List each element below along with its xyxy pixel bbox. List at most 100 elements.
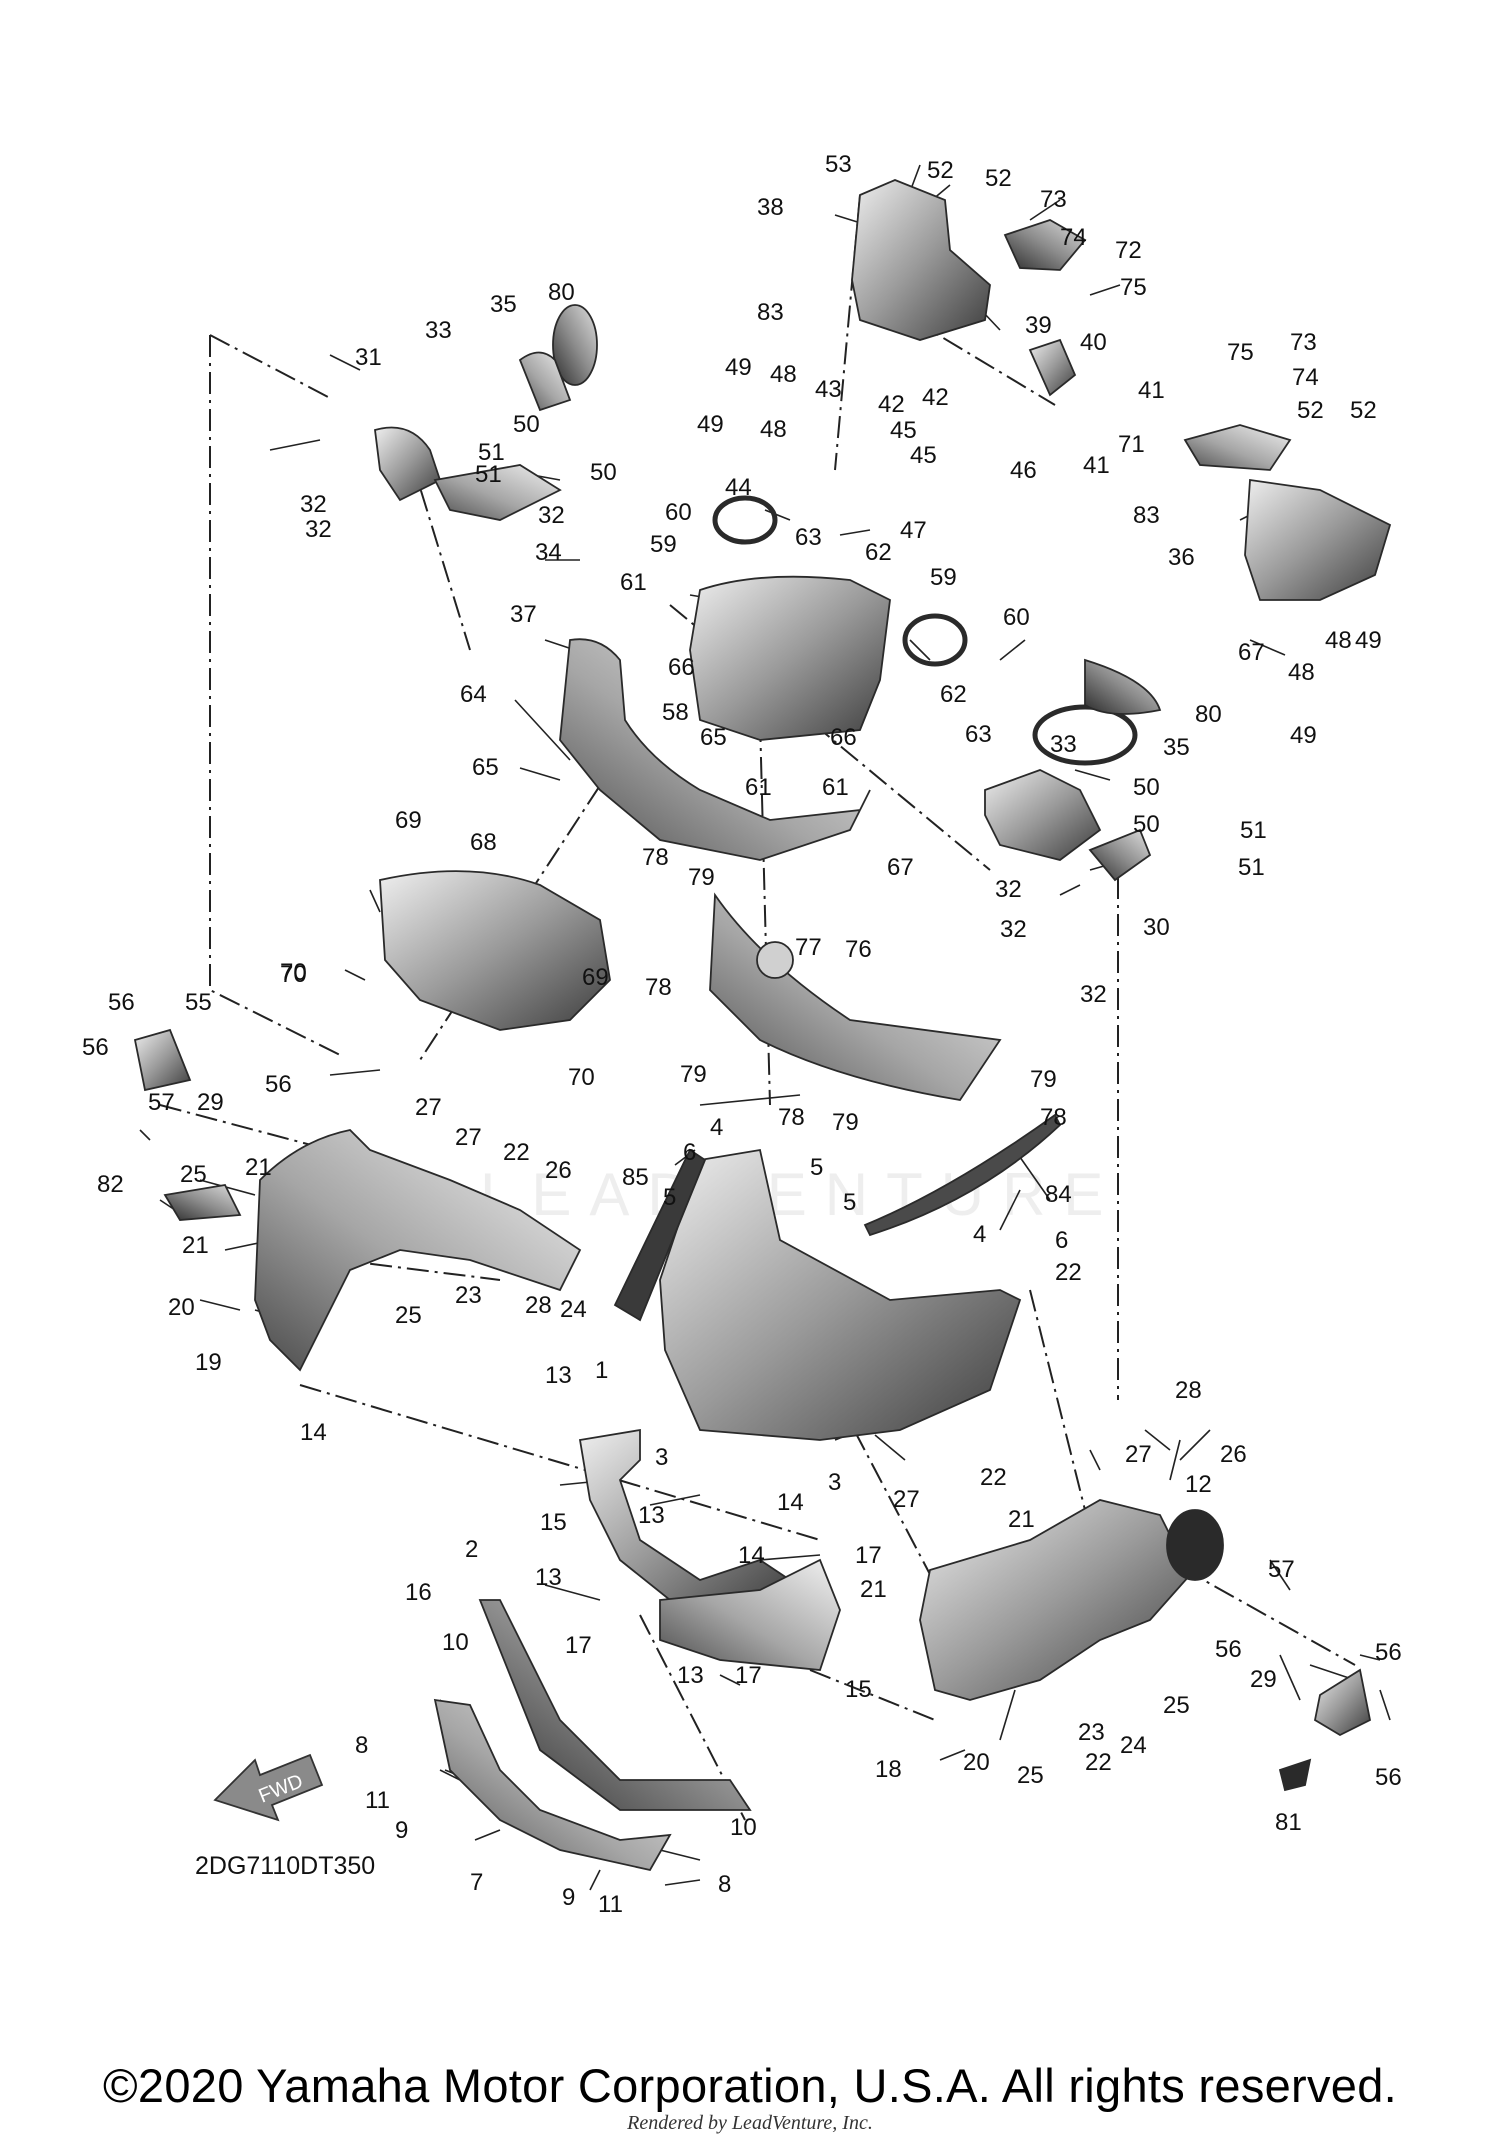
callout-label: 25 <box>1163 1692 1190 1719</box>
callout-label: 49 <box>725 354 752 381</box>
callout-label: 38 <box>757 194 784 221</box>
callout-label: 75 <box>1227 339 1254 366</box>
callout-label: 6 <box>683 1139 696 1166</box>
callout-label: 50 <box>513 411 540 438</box>
callout-label: 9 <box>562 1884 575 1911</box>
callout-label: 83 <box>1133 502 1160 529</box>
callout-label: 15 <box>845 1676 872 1703</box>
callout-label: 69 <box>395 807 422 834</box>
callout-label: 19 <box>195 1349 222 1376</box>
callout-label: 27 <box>455 1124 482 1151</box>
callout-label: 32 <box>1000 916 1027 943</box>
callout-label: 62 <box>865 539 892 566</box>
callout-label: 21 <box>860 1576 887 1603</box>
callout-label: 2 <box>465 1536 478 1563</box>
callout-label: 48 <box>760 416 787 443</box>
callout-label: 65 <box>472 754 499 781</box>
callout-label: 52 <box>985 165 1012 192</box>
callout-label: 11 <box>598 1891 623 1918</box>
part-shapes <box>133 179 1392 1872</box>
callout-label: 77 <box>795 934 822 961</box>
callout-label: 35 <box>1163 734 1190 761</box>
callout-label: 22 <box>980 1464 1007 1491</box>
callout-label: 61 <box>745 774 772 801</box>
callout-label: 79 <box>832 1109 859 1136</box>
callout-label: 47 <box>900 517 927 544</box>
callout-label: 25 <box>395 1302 422 1329</box>
callout-label: 39 <box>1025 312 1052 339</box>
callout-label: 70 <box>280 961 307 988</box>
callout-label: 14 <box>300 1419 327 1446</box>
callout-label: 57 <box>1268 1556 1295 1583</box>
callout-label: 61 <box>620 569 647 596</box>
callout-label: 50 <box>1133 811 1160 838</box>
callout-label: 50 <box>590 459 617 486</box>
callout-label: 73 <box>1290 329 1317 356</box>
callout-label: 30 <box>1143 914 1170 941</box>
callout-label: 52 <box>1297 397 1324 424</box>
callout-label: 16 <box>405 1579 432 1606</box>
callout-label: 21 <box>245 1154 272 1181</box>
callout-label: 36 <box>1168 544 1195 571</box>
callout-label: 27 <box>893 1486 920 1513</box>
callout-label: 11 <box>365 1787 390 1814</box>
callout-label: 78 <box>642 844 669 871</box>
callout-label: 79 <box>1030 1066 1057 1093</box>
copyright-text: ©2020 Yamaha Motor Corporation, U.S.A. A… <box>102 2059 1398 2112</box>
callout-label: 48 <box>770 361 797 388</box>
callout-label: 29 <box>1250 1666 1277 1693</box>
callout-label: 13 <box>677 1662 704 1689</box>
callout-label: 78 <box>645 974 672 1001</box>
callout-label: 27 <box>1125 1441 1152 1468</box>
callout-label: 9 <box>395 1817 408 1844</box>
callout-label: 17 <box>855 1542 882 1569</box>
callout-label: 51 <box>1238 854 1265 881</box>
callout-label: 32 <box>305 516 332 543</box>
callout-label: 5 <box>843 1189 856 1216</box>
callout-label: 10 <box>442 1629 469 1656</box>
callout-label: 13 <box>535 1564 562 1591</box>
callout-label: 35 <box>490 291 517 318</box>
callout-label: 67 <box>1238 639 1265 666</box>
callout-label: 67 <box>887 854 914 881</box>
callout-label: 5 <box>663 1184 676 1211</box>
callout-label: 59 <box>650 531 677 558</box>
callout-label: 34 <box>535 539 562 566</box>
callout-label: 26 <box>1220 1441 1247 1468</box>
callout-label: 32 <box>538 502 565 529</box>
callout-label: 60 <box>1003 604 1030 631</box>
callout-label: 28 <box>525 1292 552 1319</box>
callout-label: 33 <box>425 317 452 344</box>
callout-label: 3 <box>655 1444 668 1471</box>
callout-label: 18 <box>875 1756 902 1783</box>
callout-label: 42 <box>878 391 905 418</box>
callout-label: 49 <box>697 411 724 438</box>
callout-label: 69 <box>582 964 609 991</box>
callout-label: 3 <box>828 1469 841 1496</box>
callout-label: 75 <box>1120 274 1147 301</box>
callout-label: 59 <box>930 564 957 591</box>
callout-label: 79 <box>680 1061 707 1088</box>
callout-labels: 53 52 52 73 38 74 72 75 83 39 40 73 75 7… <box>82 151 1402 1918</box>
callout-label: 64 <box>460 681 487 708</box>
callout-label: 56 <box>1375 1639 1402 1666</box>
rendered-by-text: Rendered by LeadVenture, Inc. <box>627 2112 873 2134</box>
callout-label: 8 <box>355 1732 368 1759</box>
callout-label: 56 <box>1375 1764 1402 1791</box>
callout-label: 4 <box>710 1114 723 1141</box>
callout-label: 56 <box>82 1034 109 1061</box>
callout-label: 25 <box>1017 1762 1044 1789</box>
callout-label: 7 <box>470 1869 483 1896</box>
callout-label: 24 <box>1120 1732 1147 1759</box>
callout-label: 51 <box>1240 817 1267 844</box>
callout-label: 20 <box>168 1294 195 1321</box>
callout-label: 41 <box>1138 377 1165 404</box>
callout-label: 28 <box>1175 1377 1202 1404</box>
callout-label: 65 <box>700 724 727 751</box>
callout-label: 85 <box>622 1164 649 1191</box>
callout-label: 21 <box>182 1232 209 1259</box>
callout-label: 41 <box>1083 452 1110 479</box>
callout-label: 78 <box>778 1104 805 1131</box>
callout-label: 49 <box>1290 722 1317 749</box>
